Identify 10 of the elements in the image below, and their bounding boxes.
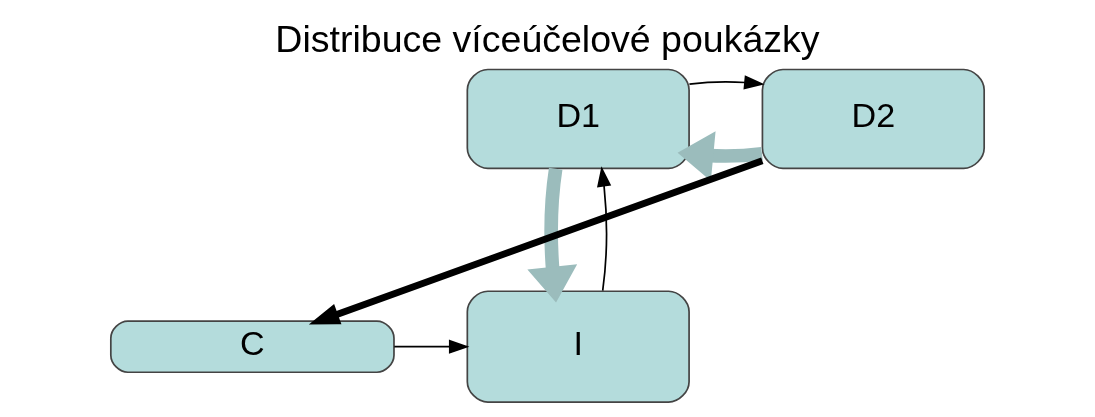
arrow <box>597 166 612 292</box>
node-box: C <box>109 320 395 374</box>
arrow <box>688 75 765 90</box>
arrow <box>308 157 764 325</box>
arrow <box>527 167 578 303</box>
diagram-title: Distribuce víceúčelové poukázky <box>275 17 820 60</box>
node-box: D1 <box>466 68 690 170</box>
arrow <box>393 339 470 354</box>
node-box: I <box>466 290 690 403</box>
node-box: D2 <box>761 68 986 170</box>
